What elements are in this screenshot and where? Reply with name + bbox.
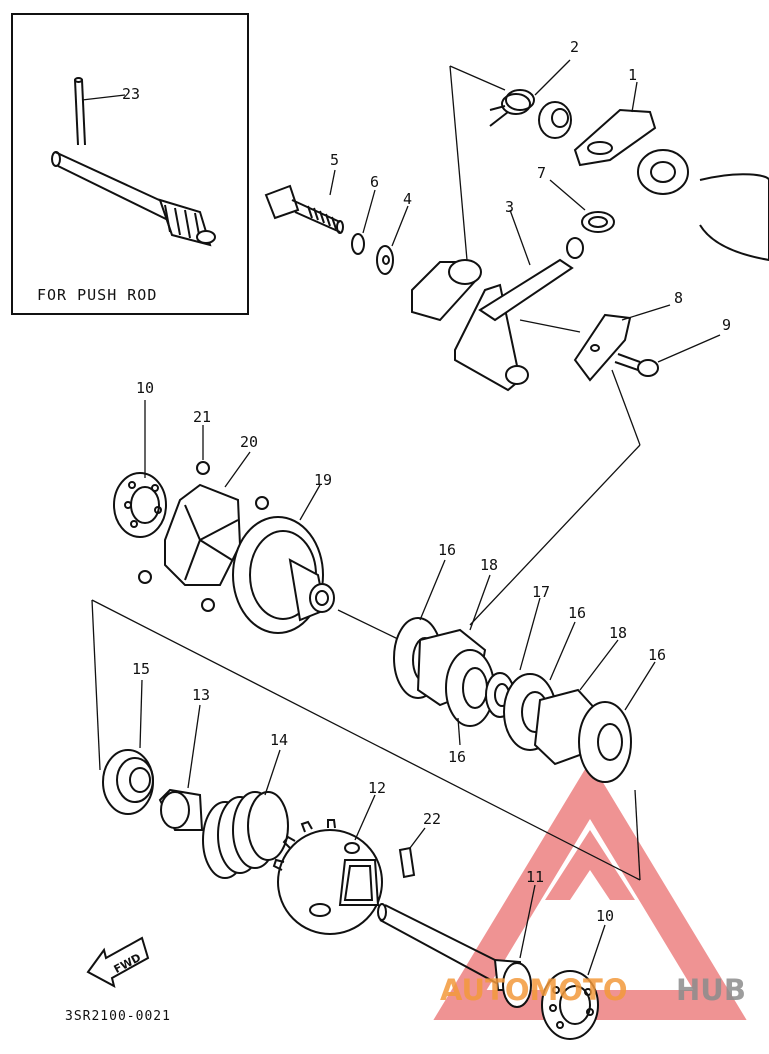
release-arm-part: [411, 209, 584, 392]
clutch-lever-part: [538, 81, 769, 262]
callout-10-top: 10: [136, 379, 154, 397]
callout-21: 21: [193, 408, 211, 426]
callout-7: 7: [537, 164, 546, 182]
callout-16-b: 16: [568, 604, 586, 622]
clutch-boss-part: [232, 484, 335, 634]
callout-1: 1: [628, 66, 637, 84]
callout-11: 11: [526, 868, 544, 886]
inset-title: FOR PUSH ROD: [37, 286, 157, 304]
callout-15: 15: [132, 660, 150, 678]
collar-part: [102, 679, 154, 815]
callout-16-d: 16: [448, 748, 466, 766]
callout-8: 8: [674, 289, 683, 307]
callout-5: 5: [330, 151, 339, 169]
screw-part: [614, 334, 721, 377]
bearing-bottom-part: [541, 924, 606, 1040]
callout-22: 22: [423, 810, 441, 828]
ramp-plate-part: [138, 425, 269, 612]
plate-part: [573, 304, 671, 382]
callout-14: 14: [270, 731, 288, 749]
callout-3: 3: [505, 198, 514, 216]
callout-19: 19: [314, 471, 332, 489]
callout-6: 6: [370, 173, 379, 191]
watermark-text: AUTOMOTO HUB: [440, 973, 746, 1007]
small-washer-part: [351, 233, 365, 255]
spring-clip-part: [489, 59, 571, 127]
callout-18-b: 18: [609, 624, 627, 642]
push-rod-inset: [11, 13, 249, 315]
watermark-text-b: HUB: [676, 973, 746, 1007]
callout-23: 23: [122, 85, 140, 103]
callout-2: 2: [570, 38, 579, 56]
spring-part: [202, 749, 289, 879]
callout-16-c: 16: [648, 646, 666, 664]
diagram-code: 3SR2100-0021: [65, 1009, 171, 1024]
clutch-plates-stack: [393, 559, 656, 783]
gear-part: [272, 794, 383, 935]
washer-part: [376, 245, 394, 275]
fwd-arrow-icon: [86, 936, 150, 988]
callout-16-a: 16: [438, 541, 456, 559]
callout-10-bottom: 10: [596, 907, 614, 925]
callout-20: 20: [240, 433, 258, 451]
bolt-part: [264, 169, 344, 234]
callout-12: 12: [368, 779, 386, 797]
bearing-top-part: [113, 400, 167, 538]
callout-17: 17: [532, 583, 550, 601]
callout-labels: 2 1 5 6 4 3 7 8 9 23 10 21 20 19 16 18 1…: [122, 38, 731, 925]
watermark-text-a: AUTOMOTO: [440, 973, 627, 1007]
bushing-part: [158, 704, 204, 831]
callout-4: 4: [403, 190, 412, 208]
callout-13: 13: [192, 686, 210, 704]
callout-18-a: 18: [480, 556, 498, 574]
seal-part: [581, 211, 615, 233]
pin-part: [398, 827, 426, 879]
callout-9: 9: [722, 316, 731, 334]
shaft-part: [377, 884, 536, 1008]
